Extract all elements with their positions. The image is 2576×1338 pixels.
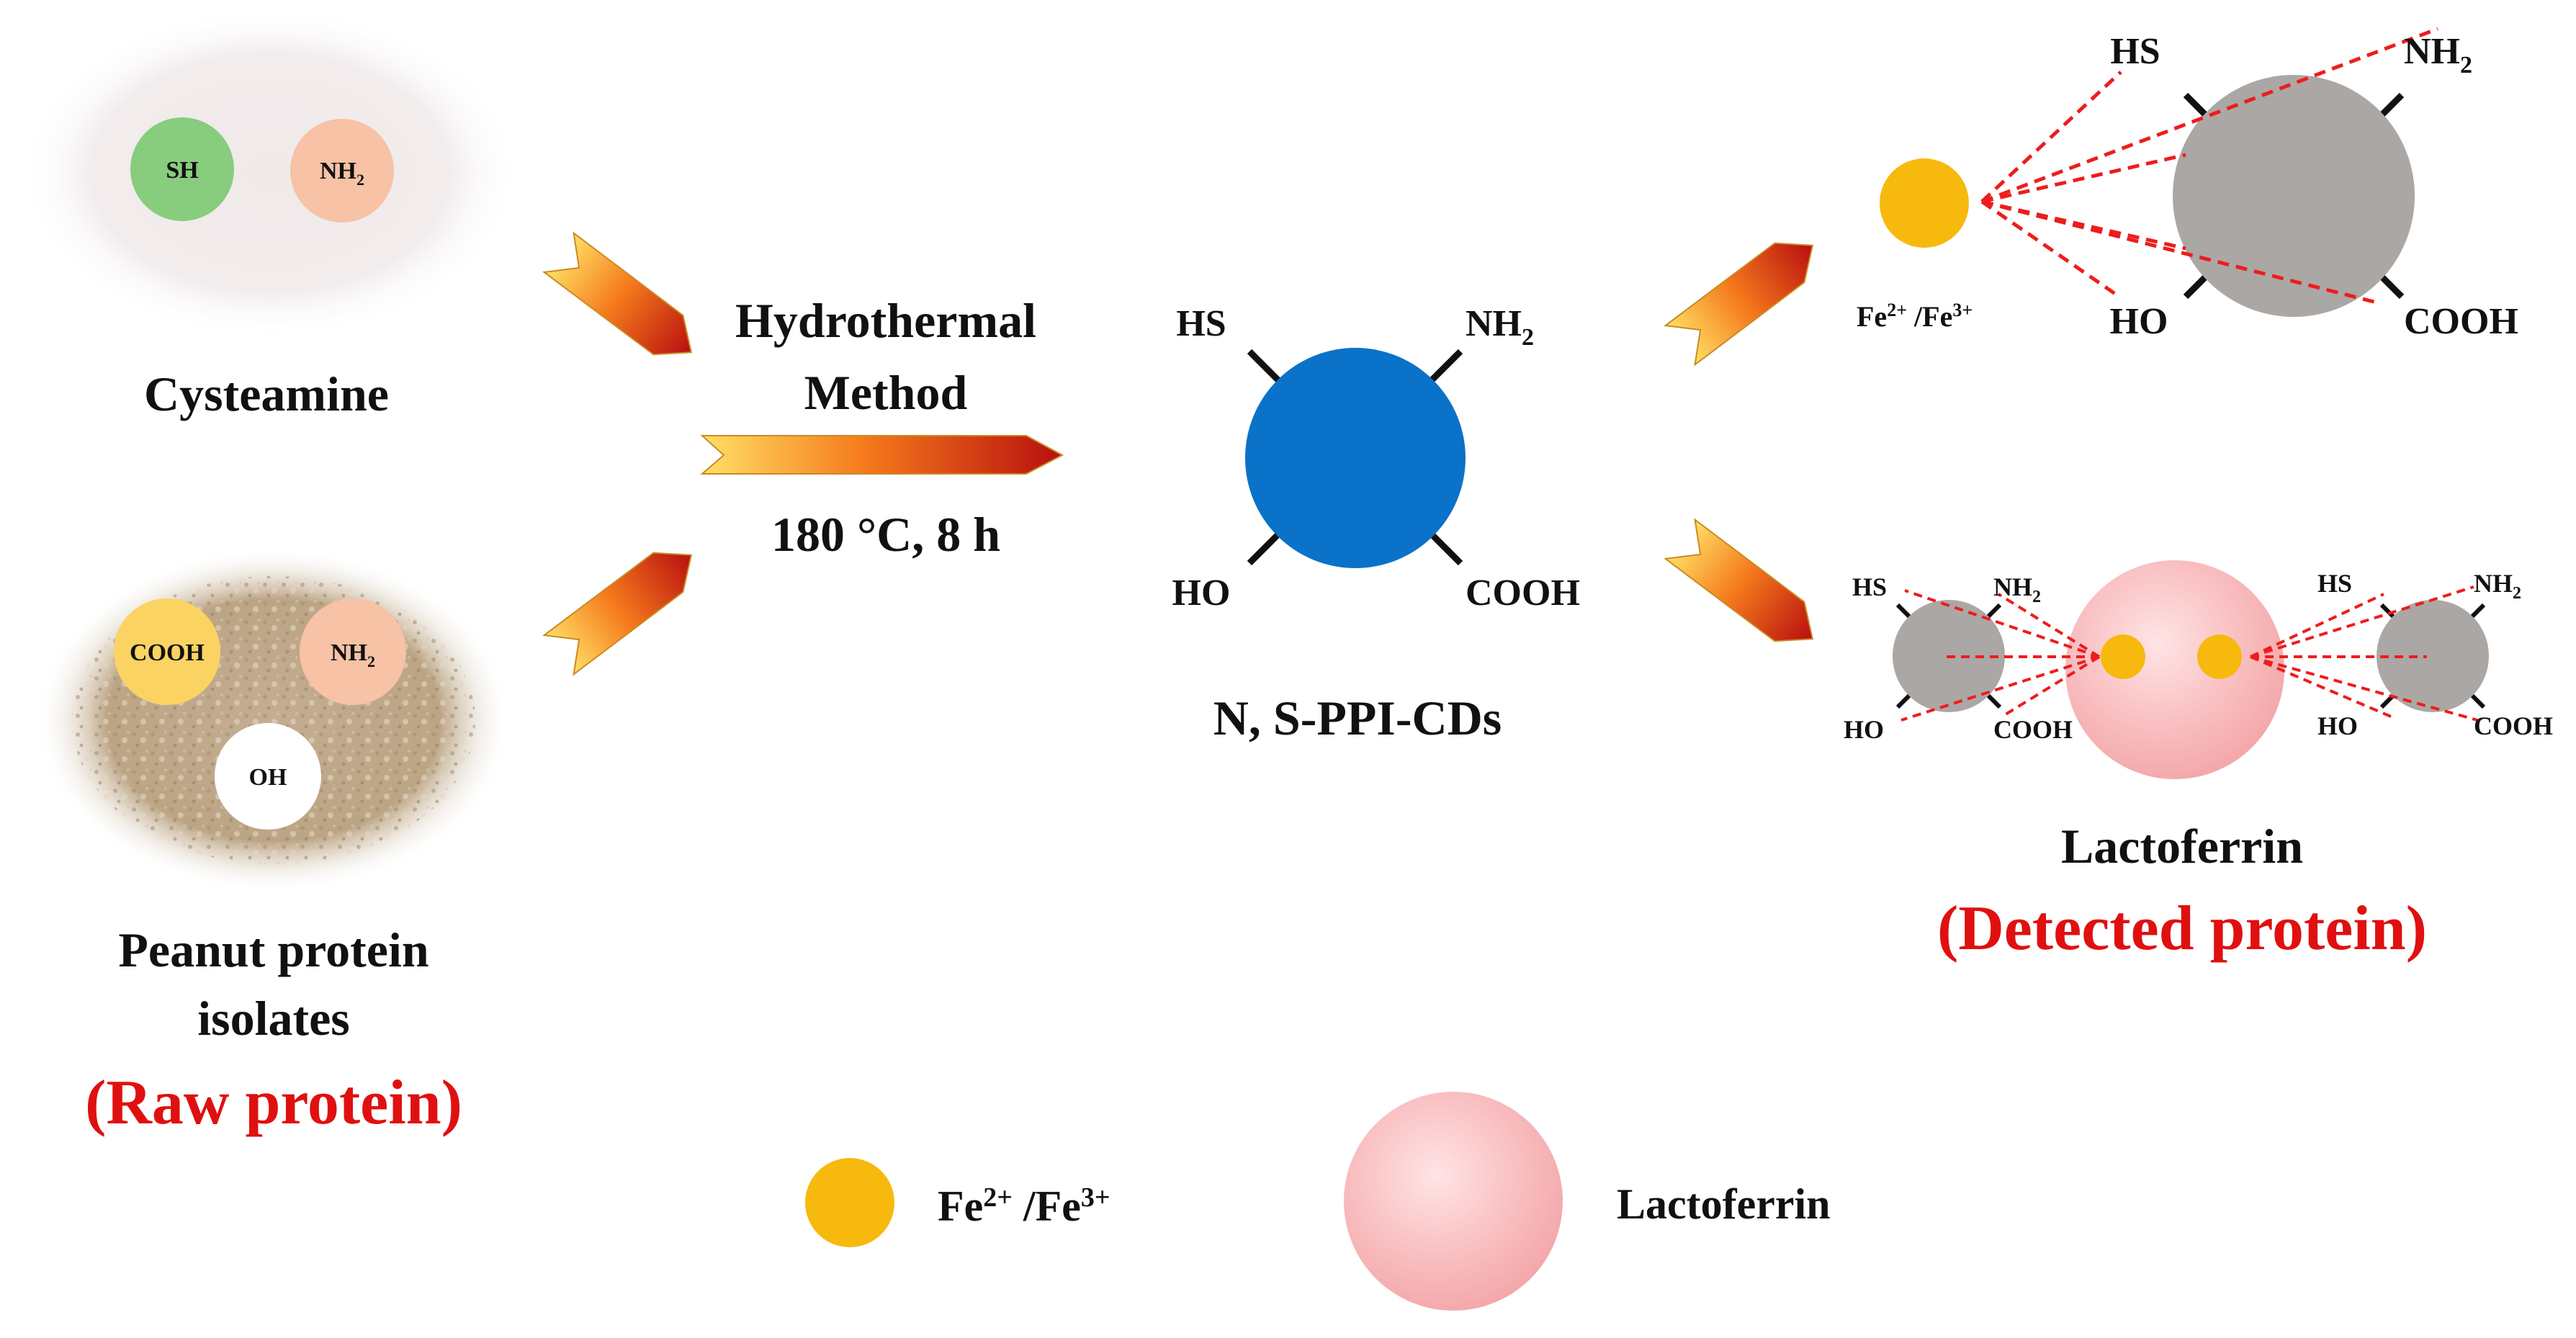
raw-protein-tag: (Raw protein) [85, 1068, 462, 1138]
peanut-label-line2: isolates [197, 991, 350, 1046]
nh2-group-label: NH2 [320, 158, 364, 189]
oh-group-label: OH [249, 764, 287, 791]
oh-group-badge [215, 723, 321, 830]
cooh-group-label: COOH [130, 639, 205, 666]
interaction-lines [1980, 27, 2438, 305]
carbon-dot-block: HS NH2 HO COOH N, S-PPI-CDs [1172, 303, 1580, 745]
chevron-arrow-icon-main [700, 435, 1064, 475]
peanut-label-line1: Peanut protein [118, 922, 428, 977]
cd-ho-label: HO [1172, 573, 1231, 614]
iron-ion-bound-right [2197, 634, 2242, 679]
lf-left-ho-label: HO [1844, 715, 1884, 744]
nh2-group-badge-peanut [300, 598, 406, 705]
legend-iron-swatch [805, 1158, 894, 1247]
interaction-lines-lactoferrin [1900, 585, 2478, 722]
process-title-line2: Method [804, 365, 968, 420]
chevron-arrow-icon-top [542, 231, 693, 356]
quenched-carbon-dot [2173, 75, 2415, 317]
iron-ion-bound-left [2101, 634, 2145, 679]
lactoferrin-sphere [2065, 560, 2284, 779]
iron-ion [1880, 158, 1969, 248]
lf-left-hs-label: HS [1852, 573, 1887, 601]
iron-ion-label: Fe2+ /Fe3+ [1857, 300, 1973, 333]
iron-ho-label: HO [2110, 301, 2168, 342]
peanut-block: COOH NH2 OH Peanut protein isolates (Raw… [36, 547, 511, 1138]
legend: Fe2+ /Fe3+ Lactoferrin [805, 1092, 1831, 1311]
cooh-group-badge [114, 598, 220, 705]
cd-hs-label: HS [1176, 303, 1226, 344]
nh2-group-badge [290, 119, 394, 223]
process-title-line1: Hydrothermal [735, 293, 1036, 348]
legend-iron-label: Fe2+ /Fe3+ [938, 1182, 1110, 1230]
sh-group-badge [130, 117, 234, 221]
carbon-dot [1245, 348, 1466, 568]
chevron-arrow-icon-bottom [542, 552, 693, 676]
lf-right-ho-label: HO [2317, 711, 2358, 740]
sh-group-label: SH [166, 157, 198, 184]
iron-hs-label: HS [2110, 31, 2160, 72]
lf-right-hs-label: HS [2317, 569, 2352, 598]
iron-nh2-label: NH2 [2404, 31, 2472, 78]
nh2-group-label-peanut: NH2 [331, 639, 375, 670]
legend-lactoferrin-swatch [1344, 1092, 1563, 1311]
lactoferrin-detection-block: HS NH2 HO COOH HS NH2 HO COOH Lactoferri… [1844, 560, 2553, 964]
iron-cooh-label: COOH [2404, 301, 2518, 342]
quenched-dot-right [2377, 600, 2489, 712]
chevron-arrow-icon-lactoferrin [1664, 518, 1814, 642]
cysteamine-powder [22, 7, 519, 338]
cysteamine-block: SH NH2 Cysteamine [22, 7, 519, 421]
lf-right-nh2-label: NH2 [2474, 569, 2521, 603]
lf-left-cooh-label: COOH [1993, 715, 2073, 744]
lactoferrin-label: Lactoferrin [2061, 819, 2303, 874]
cd-cooh-label: COOH [1466, 573, 1580, 614]
product-label: N, S-PPI-CDs [1213, 691, 1502, 745]
legend-lactoferrin-label: Lactoferrin [1617, 1180, 1831, 1228]
cd-nh2-label: NH2 [1466, 303, 1534, 351]
detected-protein-tag: (Detected protein) [1937, 894, 2427, 964]
lf-left-nh2-label: NH2 [1993, 573, 2041, 606]
lf-right-cooh-label: COOH [2474, 711, 2553, 740]
cysteamine-label: Cysteamine [144, 367, 389, 421]
process-conditions: 180 °C, 8 h [771, 507, 1000, 562]
iron-interaction-block: Fe2+ /Fe3+ HS NH2 HO COOH [1857, 27, 2518, 342]
chevron-arrow-icon-iron [1664, 242, 1814, 367]
